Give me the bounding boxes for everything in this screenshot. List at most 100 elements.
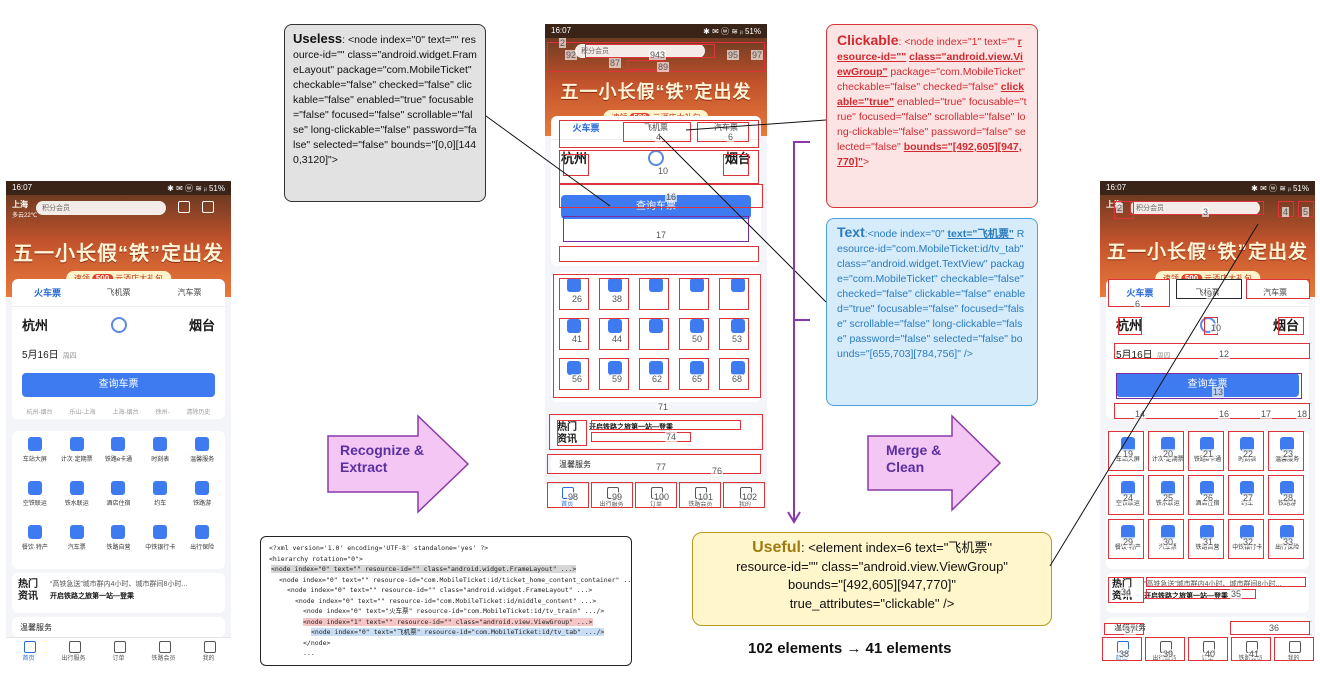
index-mark: 38: [611, 294, 624, 304]
service-item[interactable]: 铁路游: [181, 481, 223, 519]
service-item[interactable]: 铁路自营: [98, 525, 140, 563]
service-item[interactable]: 汽车票: [56, 525, 98, 563]
city-selector[interactable]: 上海多云22℃: [12, 200, 38, 219]
scan-icon[interactable]: [178, 201, 190, 213]
recognize-label: Recognize & Extract: [340, 442, 425, 475]
news-section[interactable]: 热门资讯 “高铁急送”城市群内4小时、城市群间8小时... 开启铁路之旅第一站—…: [12, 573, 225, 613]
index-mark: 41: [571, 334, 584, 344]
cleaned-screenshot: 16:07✱ ✉ ⓦ ≋ ᵢₗ 51% 上海 积分会员 五一小长假“铁”定出发 …: [1100, 181, 1315, 663]
bbox: [547, 454, 761, 474]
date-selector[interactable]: 5月16日周四: [22, 350, 77, 361]
service-item[interactable]: 计次·定期票: [56, 437, 98, 475]
index-mark: 65: [691, 374, 704, 384]
useless-title: Useless: [293, 31, 343, 46]
bbox: [557, 420, 587, 446]
history-item[interactable]: 乐山-上海: [69, 410, 96, 416]
index-mark: 40: [1204, 649, 1217, 659]
tab-train[interactable]: 火车票: [33, 288, 61, 298]
recognize-arrow: [327, 414, 470, 514]
nav-travel[interactable]: 出行服务: [51, 638, 96, 663]
nav-mine[interactable]: 我的: [186, 638, 231, 663]
index-mark: 100: [653, 492, 671, 502]
from-city[interactable]: 杭州: [22, 318, 49, 333]
service-item[interactable]: 铁路e卡通: [98, 437, 140, 475]
index-mark: 38: [1118, 649, 1131, 659]
bbox: [599, 278, 629, 310]
index-mark: 4: [655, 132, 663, 142]
service-item[interactable]: 车站大屏: [14, 437, 56, 475]
tab-bus[interactable]: 汽车票: [177, 288, 202, 297]
index-mark: 99: [611, 492, 624, 502]
history-item[interactable]: 杭州-烟台: [26, 410, 53, 416]
news-line[interactable]: 开启铁路之旅第一站—登乘: [50, 593, 134, 600]
message-icon[interactable]: [202, 201, 214, 213]
index-mark: 2: [559, 38, 567, 48]
index-mark: 31: [1202, 537, 1215, 547]
index-mark: 68: [731, 374, 744, 384]
nav-member[interactable]: 铁路会员: [141, 638, 186, 663]
index-mark: 4: [1282, 207, 1290, 217]
bbox: [559, 278, 589, 310]
history-item[interactable]: 上海-烟台: [112, 410, 139, 416]
index-mark: 89: [657, 62, 670, 72]
bbox: [591, 482, 633, 508]
index-mark: 24: [1122, 493, 1135, 503]
nav-orders[interactable]: 订单: [96, 638, 141, 663]
index-mark: 16: [1218, 409, 1231, 419]
index-mark: 98: [567, 492, 580, 502]
bbox: [639, 318, 669, 350]
search-input[interactable]: 积分会员: [36, 201, 166, 215]
index-mark: 62: [651, 374, 664, 384]
status-bar: 16:07 ✱ ✉ ⓦ ≋ ᵢₗ 51%: [6, 181, 231, 195]
history-item[interactable]: 徐州-: [155, 410, 170, 416]
bbox: [639, 358, 669, 390]
bbox: [719, 278, 749, 310]
service-item[interactable]: 空铁联运: [14, 481, 56, 519]
bbox: [723, 482, 765, 508]
index-mark: 33: [1282, 537, 1295, 547]
useless-body: : <node index="0" text="" resource-id=""…: [293, 34, 477, 166]
search-tickets-button[interactable]: 查询车票: [22, 373, 215, 397]
service-item[interactable]: 时刻表: [139, 437, 181, 475]
index-mark: 9: [1206, 289, 1214, 299]
index-mark: 95: [727, 50, 740, 60]
ticket-card: 火车票 飞机票 汽车票 杭州 烟台 5月16日周四 查询车票 杭州-烟台 乐山-…: [12, 279, 225, 419]
extracted-screenshot: 16:07✱ ✉ ⓦ ≋ ᵢₗ 51% 积分会员 五一小长假“铁”定出发 速领5…: [545, 24, 767, 509]
news-line[interactable]: “高铁急送”城市群内4小时、城市群间8小时...: [50, 581, 188, 588]
service-item[interactable]: 中铁银行卡: [139, 525, 181, 563]
index-mark: 102: [741, 492, 759, 502]
index-mark: 32: [1242, 537, 1255, 547]
bbox: [599, 318, 629, 350]
index-mark: 41: [1248, 649, 1261, 659]
index-mark: 87: [609, 58, 622, 68]
slogan: 五一小长假“铁”定出发: [13, 243, 224, 265]
route-row: 杭州 烟台: [12, 307, 225, 342]
clickable-title: Clickable: [837, 32, 899, 48]
service-item[interactable]: 餐饮·特产: [14, 525, 56, 563]
index-mark: 35: [1230, 589, 1243, 599]
index-mark: 44: [611, 334, 624, 344]
member-service[interactable]: 温馨服务: [12, 617, 225, 637]
swap-icon[interactable]: [110, 316, 127, 333]
clear-history[interactable]: 清除历史: [186, 410, 211, 416]
service-item[interactable]: 铁水联运: [56, 481, 98, 519]
useful-element-panel: Useful: <element index=6 text="飞机票" reso…: [692, 532, 1052, 626]
clickable-node-panel: Clickable: <node index="1" text="" resou…: [826, 24, 1038, 208]
index-mark: 101: [697, 492, 715, 502]
index-mark: 29: [1122, 537, 1135, 547]
index-mark: 6: [727, 132, 735, 142]
index-mark: 74: [665, 432, 678, 442]
service-item[interactable]: 酒店住宿: [98, 481, 140, 519]
bbox: [679, 318, 709, 350]
tab-flight[interactable]: 飞机票: [106, 288, 131, 297]
index-mark: 10: [657, 166, 670, 176]
service-item[interactable]: 约车: [139, 481, 181, 519]
to-city[interactable]: 烟台: [188, 318, 215, 333]
bbox: [559, 246, 759, 262]
service-item[interactable]: 温馨服务: [181, 437, 223, 475]
nav-home[interactable]: 首页: [6, 638, 51, 663]
service-item[interactable]: 出行保险: [181, 525, 223, 563]
useful-title: Useful: [752, 539, 801, 556]
status-icons: ✱ ✉ ⓦ ≋ ᵢₗ 51%: [167, 184, 225, 193]
bbox: [719, 358, 749, 390]
